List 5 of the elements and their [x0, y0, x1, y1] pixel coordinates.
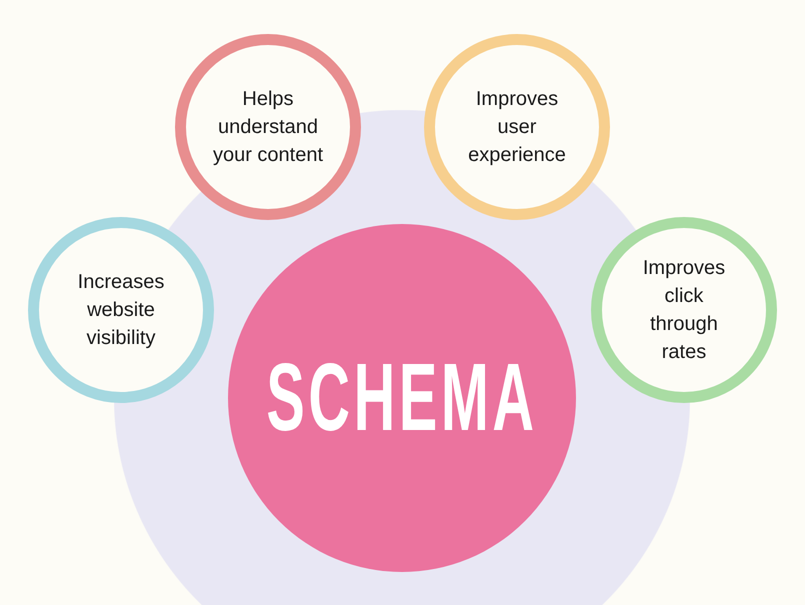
circle-label: Improves user experience [467, 87, 567, 168]
circle-label: Increases website visibility [76, 270, 166, 351]
circle-label: Improves click through rates [642, 256, 726, 365]
circle-title: SCHEMA [266, 350, 538, 446]
circle-label: Helps understand your content [212, 87, 324, 168]
